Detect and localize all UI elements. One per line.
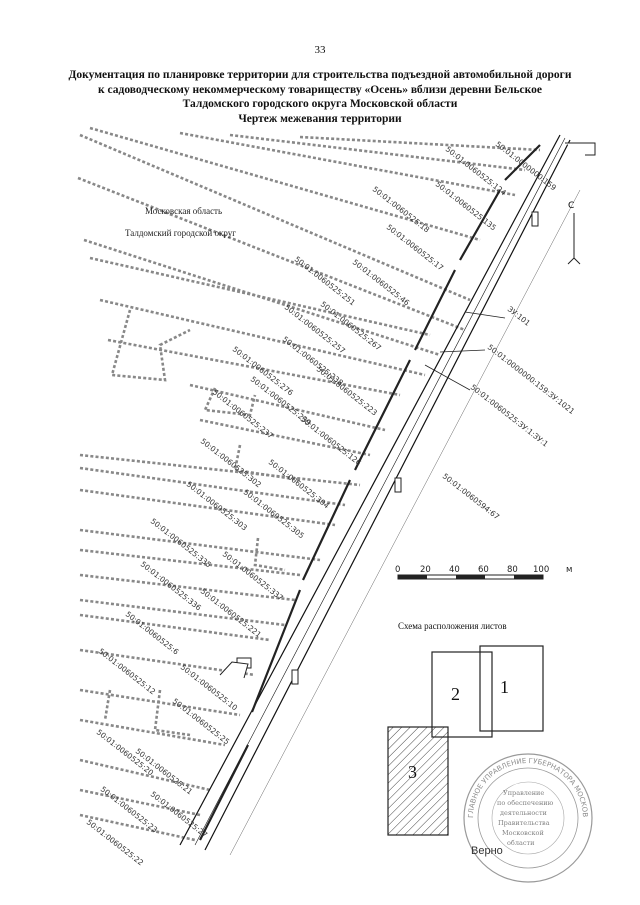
sheet-label-2: 2 <box>451 684 460 704</box>
page-number: 33 <box>314 44 326 56</box>
scale-bar: 0 20 40 60 80 100 м <box>395 565 572 580</box>
sheet-2-box <box>431 651 493 738</box>
scale-tick-label: 40 <box>449 565 460 575</box>
leader-lines <box>424 311 506 391</box>
sheet-3-box <box>387 726 449 836</box>
stamp-line: по обеспечению <box>497 799 554 807</box>
stamp-line: Правительства <box>498 819 550 827</box>
scale-unit: м <box>566 565 572 575</box>
parcel-label: 50:01:0060525:302 <box>199 436 263 489</box>
parcel-label: 50:01:0060525:23 <box>99 784 160 834</box>
scale-tick-label: 60 <box>478 565 489 575</box>
stamp-line: Управление <box>503 789 544 797</box>
verno-label: Верно <box>471 845 503 857</box>
parcel-label: 50:01:0060525:22 <box>85 817 146 867</box>
title-line-1: Документация по планировке территории дл… <box>68 69 572 81</box>
small-structures <box>219 142 596 685</box>
line-labels: ЗУ:101 50:01:0000000:159:ЗУ:1021 50:01:0… <box>469 304 577 448</box>
scale-tick-label: 0 <box>395 565 400 575</box>
scale-tick-label: 20 <box>420 565 431 575</box>
scale-tick-label: 100 <box>533 565 549 575</box>
parcel-labels: 50:01:0060525:124 50:01:0060525:135 50:0… <box>85 139 558 867</box>
line-label: ЗУ:101 <box>506 304 532 327</box>
parcel-label: 50:01:0060525:18 <box>371 184 432 234</box>
parcel-label: 50:01:0060525:6 <box>124 609 181 656</box>
parcel-outlines <box>103 309 301 737</box>
stamp-line: Московской <box>502 829 544 837</box>
parcel-label: 50:01:0060525:12 <box>97 646 158 696</box>
parcel-boundaries <box>77 126 541 842</box>
parcel-label: 50:01:0060525:46 <box>351 257 412 307</box>
parcel-label: 50:01:0060525:304 <box>267 457 331 510</box>
stamp-line: деятельности <box>500 809 547 817</box>
sheet-scheme-title: Схема расположения листов <box>398 621 507 631</box>
sheet-label-1: 1 <box>500 677 509 697</box>
region-label-oblast: Московская область <box>145 206 222 216</box>
sheet-1-box <box>479 645 544 732</box>
parcel-label: 50:01:0060525:135 <box>434 179 498 232</box>
sheet-label-3: 3 <box>408 762 417 782</box>
parcel-label: 50:01:0060525:223 <box>315 364 379 417</box>
road-corridor <box>179 134 581 856</box>
title-line-2: к садоводческому некоммерческому товарищ… <box>98 83 542 96</box>
parcel-label: 50:01:0060525:237 <box>211 387 275 440</box>
parcel-label: 50:01:0060525:336 <box>139 559 203 612</box>
title-line-3: Талдомского городского округа Московской… <box>182 98 458 110</box>
north-arrow-icon: С <box>567 201 581 265</box>
scale-tick-label: 80 <box>507 565 518 575</box>
document-title: Документация по планировке территории дл… <box>30 68 610 126</box>
stamp: ГЛАВНОЕ УПРАВЛЕНИЕ ГУБЕРНАТОРА МОСКОВСКО… <box>0 0 593 883</box>
stamp-line: области <box>507 839 534 847</box>
region-label-okrug: Талдомский городской округ <box>125 228 236 238</box>
parcel-label: 50:01:0060525:25 <box>171 696 232 746</box>
parcel-label: 50:01:0060594:67 <box>441 471 502 521</box>
north-arrow-label: С <box>568 201 574 211</box>
line-label: 50:01:0060525:ЗУ:1:ЗУ:1 <box>469 382 550 448</box>
title-line-4: Чертеж межевания территории <box>238 112 402 125</box>
parcel-label: 50:01:0060525:17 <box>385 222 446 272</box>
boundary-strip <box>199 144 541 841</box>
parcel-label: 50:01:0000000:159 <box>494 139 558 192</box>
sheet-scheme <box>387 645 544 836</box>
